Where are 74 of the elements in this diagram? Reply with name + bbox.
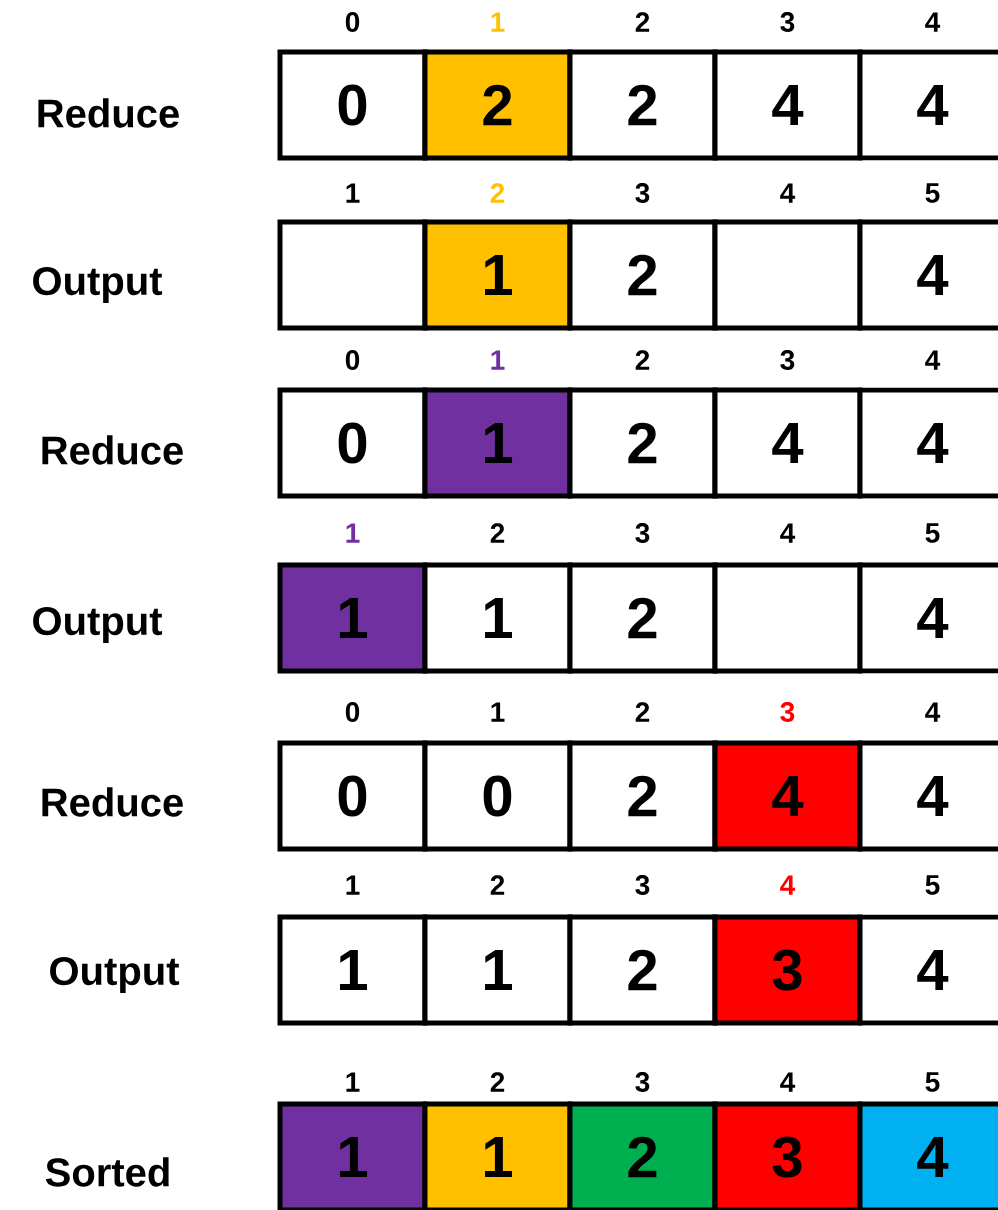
index-number: 3 bbox=[635, 1072, 650, 1092]
index-number: 5 bbox=[925, 523, 940, 543]
array-cell: 1 bbox=[422, 914, 573, 1026]
array-cell: 1 bbox=[422, 562, 573, 674]
array-cell: 2 bbox=[567, 219, 718, 331]
row-label: Reduce bbox=[38, 98, 179, 128]
array-cell: 3 bbox=[712, 1101, 863, 1210]
index-number: 1 bbox=[346, 875, 360, 895]
index-number: 3 bbox=[635, 183, 650, 203]
index-number: 1 bbox=[491, 12, 505, 32]
array-cell: 4 bbox=[712, 49, 863, 161]
index-number: 5 bbox=[925, 183, 940, 203]
index-number: 2 bbox=[490, 875, 505, 895]
array-cell: 2 bbox=[567, 387, 718, 499]
array-cell: 4 bbox=[857, 387, 998, 499]
array-cell: 4 bbox=[857, 562, 998, 674]
index-number: 1 bbox=[491, 702, 505, 722]
index-number: 1 bbox=[346, 523, 360, 543]
index-number: 3 bbox=[780, 350, 795, 370]
array-cell: 4 bbox=[857, 49, 998, 161]
row-label: Reduce bbox=[42, 435, 183, 465]
index-number: 0 bbox=[345, 350, 360, 370]
row-label: Reduce bbox=[42, 787, 183, 817]
index-number: 4 bbox=[780, 523, 796, 543]
array-cell: 2 bbox=[567, 1101, 718, 1210]
array-cell: 2 bbox=[567, 562, 718, 674]
array-cell: 1 bbox=[422, 387, 573, 499]
index-number: 4 bbox=[925, 350, 941, 370]
array-cell: 2 bbox=[567, 740, 718, 852]
index-number: 0 bbox=[345, 702, 360, 722]
index-number: 1 bbox=[491, 350, 505, 370]
index-number: 2 bbox=[490, 183, 505, 203]
array-cell: 1 bbox=[277, 1101, 428, 1210]
index-number: 4 bbox=[780, 875, 796, 895]
index-number: 4 bbox=[925, 12, 941, 32]
array-cell: 2 bbox=[422, 49, 573, 161]
row-label: Sorted bbox=[45, 1157, 169, 1187]
array-cell: 0 bbox=[277, 49, 428, 161]
index-number: 1 bbox=[346, 1072, 360, 1092]
array-cell: 4 bbox=[857, 914, 998, 1026]
row-label: Output bbox=[33, 266, 163, 304]
array-cell: 4 bbox=[857, 1101, 998, 1210]
index-number: 5 bbox=[925, 875, 940, 895]
index-number: 2 bbox=[635, 350, 650, 370]
index-number: 3 bbox=[635, 523, 650, 543]
index-number: 2 bbox=[635, 702, 650, 722]
index-number: 0 bbox=[345, 12, 360, 32]
index-number: 3 bbox=[635, 875, 650, 895]
array-cell: 1 bbox=[422, 1101, 573, 1210]
array-cell: 0 bbox=[277, 740, 428, 852]
index-number: 4 bbox=[780, 1072, 796, 1092]
index-number: 2 bbox=[490, 523, 505, 543]
array-cell: 4 bbox=[712, 387, 863, 499]
array-cell: 4 bbox=[857, 219, 998, 331]
index-number: 2 bbox=[635, 12, 650, 32]
index-number: 4 bbox=[925, 702, 941, 722]
array-cell: 1 bbox=[277, 914, 428, 1026]
array-cell: 4 bbox=[712, 740, 863, 852]
array-cell: 3 bbox=[712, 914, 863, 1026]
index-number: 2 bbox=[490, 1072, 505, 1092]
array-cell: 1 bbox=[277, 562, 428, 674]
array-cell: 2 bbox=[567, 914, 718, 1026]
index-number: 1 bbox=[346, 183, 360, 203]
array-cell: 0 bbox=[422, 740, 573, 852]
array-cell: 1 bbox=[422, 219, 573, 331]
array-cell: 4 bbox=[857, 740, 998, 852]
array-cell: 0 bbox=[277, 387, 428, 499]
row-label: Output bbox=[50, 956, 180, 994]
index-number: 5 bbox=[925, 1072, 940, 1092]
index-number: 3 bbox=[780, 702, 795, 722]
index-number: 3 bbox=[780, 12, 795, 32]
index-number: 4 bbox=[780, 183, 796, 203]
row-label: Output bbox=[33, 606, 163, 644]
array-cell: 2 bbox=[567, 49, 718, 161]
